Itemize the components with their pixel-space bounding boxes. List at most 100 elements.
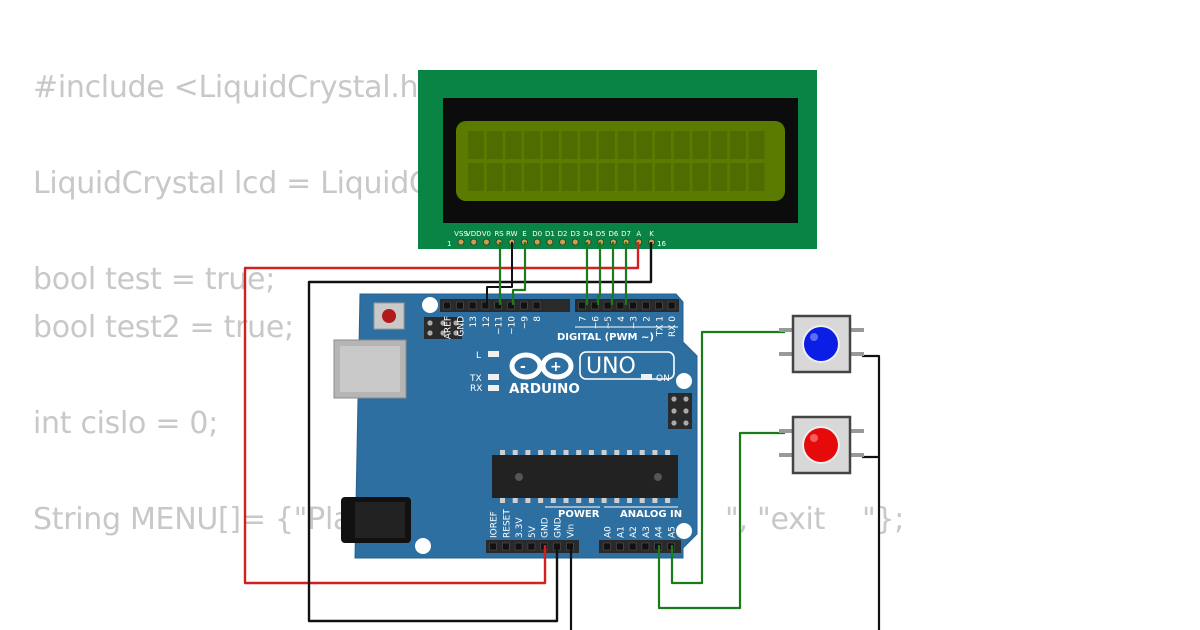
header-pin-label: 4: [617, 316, 627, 322]
lcd-pin[interactable]: [559, 238, 566, 246]
lcd-char-cell: [729, 131, 746, 159]
header-pin-label: RX 0: [668, 316, 678, 337]
lcd-char-cell: [486, 131, 503, 159]
wire-green-d6: [610, 242, 615, 305]
chip-pin: [627, 450, 632, 455]
lcd-char-cell: [542, 163, 559, 191]
header-pin-label: TX 1: [655, 316, 665, 337]
analog-header[interactable]: [599, 540, 681, 553]
chip-pin: [652, 498, 658, 503]
chip-pin: [665, 498, 671, 503]
header-socket[interactable]: [455, 301, 464, 310]
header-pin-label: 5V: [528, 525, 538, 538]
blue-pushbutton[interactable]: [779, 314, 864, 374]
header-pin-label: ~3: [630, 316, 640, 329]
header-socket[interactable]: [615, 542, 624, 551]
header-pin-label: ~11: [495, 316, 505, 335]
header-socket[interactable]: [519, 301, 528, 310]
header-pin-label: A1: [616, 526, 626, 538]
header-pin-label: A3: [642, 526, 652, 538]
arduino-uno-board[interactable]: - + UNO ARDUINO DIGITAL (PWM ~) POWER AN…: [333, 293, 698, 559]
led-rx-label: RX: [470, 384, 482, 394]
header-socket[interactable]: [629, 301, 638, 310]
header-socket[interactable]: [654, 301, 663, 310]
header-socket[interactable]: [514, 542, 523, 551]
header-socket[interactable]: [628, 542, 637, 551]
lcd-pin-label: D7: [621, 230, 631, 238]
header-socket[interactable]: [642, 301, 650, 310]
digital-header-right[interactable]: [575, 299, 679, 312]
button-cap[interactable]: [804, 428, 838, 462]
lcd-char-cell: [655, 131, 671, 159]
header-socket[interactable]: [565, 542, 574, 551]
lcd-char-cell: [580, 131, 597, 159]
header-pin-label: ~10: [508, 316, 518, 335]
lcd-char-cell: [748, 131, 765, 159]
chip-pin: [500, 498, 505, 503]
header-pin-label: 12: [482, 316, 492, 327]
lcd-char-cell: [505, 163, 522, 191]
lcd-character-grid: [468, 131, 765, 191]
wire-green-blue-button: [670, 330, 785, 585]
header-socket[interactable]: [481, 301, 490, 310]
digital-header-left[interactable]: [440, 299, 570, 312]
header-socket[interactable]: [527, 542, 536, 551]
lcd-pin[interactable]: [470, 238, 478, 246]
lcd-pin-first: 1: [447, 240, 451, 248]
wires: [243, 242, 881, 630]
lcd-char-cell: [711, 163, 728, 191]
lcd-pin-label: RW: [506, 230, 518, 238]
lcd-char-cell: [468, 131, 484, 159]
red-pushbutton[interactable]: [779, 415, 864, 475]
power-label: POWER: [558, 509, 600, 520]
lcd-pin[interactable]: [482, 238, 490, 246]
header-pin-label: 8: [533, 316, 543, 322]
power-header[interactable]: [486, 540, 579, 553]
header-pin-label: ~9: [520, 316, 530, 330]
wire-red-5v: [243, 242, 640, 585]
lcd-pin[interactable]: [533, 238, 541, 246]
chip-pin: [525, 498, 531, 503]
header-pin-label: 7: [579, 316, 589, 322]
header-socket[interactable]: [616, 301, 625, 310]
header-pin-label: Vin: [566, 524, 576, 538]
header-socket[interactable]: [489, 542, 497, 551]
mounting-hole: [676, 373, 692, 389]
chip-pin: [525, 450, 531, 455]
header-pin-label: 2: [643, 316, 653, 322]
header-socket[interactable]: [501, 542, 510, 551]
chip-pin: [563, 450, 569, 455]
header-socket[interactable]: [603, 301, 612, 310]
chip-pin: [576, 450, 582, 455]
lcd-pin[interactable]: [571, 238, 579, 246]
lcd-pin-label: D2: [558, 230, 568, 238]
lcd-pin-label: K: [649, 230, 654, 238]
header-socket[interactable]: [494, 301, 503, 310]
mounting-hole: [676, 523, 692, 539]
header-socket[interactable]: [590, 301, 599, 310]
brand-label: ARDUINO: [509, 381, 580, 397]
chip-pin: [538, 498, 544, 503]
header-socket[interactable]: [603, 542, 611, 551]
chip-pin: [627, 498, 632, 503]
header-socket[interactable]: [641, 542, 650, 551]
header-socket[interactable]: [532, 301, 541, 310]
header-socket[interactable]: [667, 301, 676, 310]
header-socket[interactable]: [443, 301, 451, 310]
header-socket[interactable]: [578, 301, 586, 310]
button-cap[interactable]: [804, 327, 838, 361]
header-socket[interactable]: [507, 301, 515, 310]
header-socket[interactable]: [468, 301, 477, 310]
lcd-pin[interactable]: [546, 238, 554, 246]
lcd-char-cell: [655, 163, 671, 191]
chip-pin: [639, 498, 645, 503]
reset-button-cap[interactable]: [382, 309, 396, 323]
arduino-logo: - +: [509, 352, 574, 380]
led-on: [641, 374, 652, 380]
lcd-pin[interactable]: [457, 238, 465, 246]
lcd-pin-label: D5: [596, 230, 606, 238]
mounting-hole: [415, 538, 431, 554]
lcd-pin-label: D1: [545, 230, 555, 238]
